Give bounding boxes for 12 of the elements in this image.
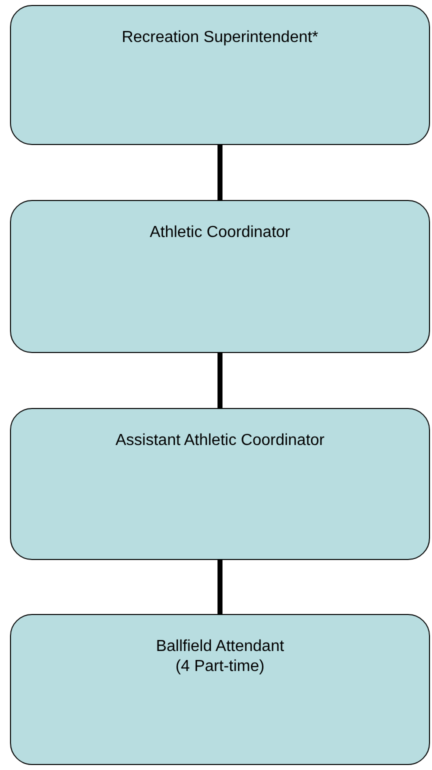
position-box	[10, 614, 430, 765]
position-title: Recreation Superintendent*	[122, 28, 318, 48]
position-title: Ballfield Attendant	[156, 637, 284, 657]
connector-line	[218, 145, 222, 200]
position-title: Assistant Athletic Coordinator	[116, 431, 324, 451]
position-box	[10, 200, 430, 353]
position-box	[10, 408, 430, 560]
position-title: (4 Part-time)	[176, 657, 264, 677]
position-title: Athletic Coordinator	[150, 223, 290, 243]
connector-line	[218, 353, 222, 408]
position-box	[10, 5, 430, 145]
connector-line	[218, 560, 222, 614]
